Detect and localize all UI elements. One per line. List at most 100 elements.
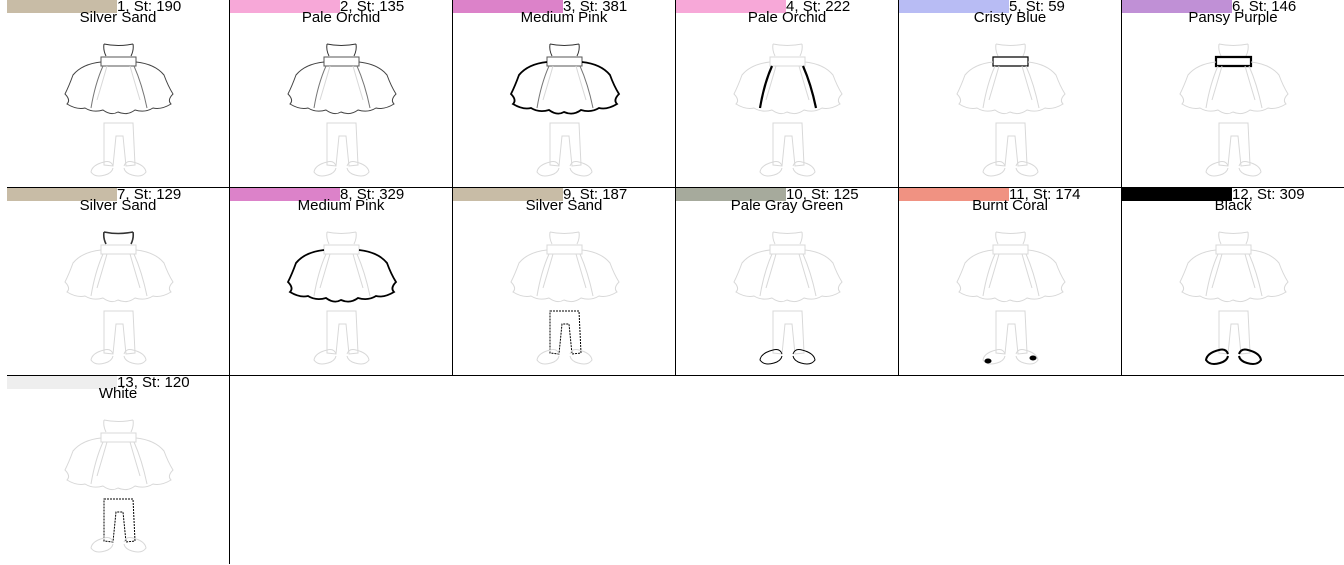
- skirt-folds: [983, 66, 1039, 108]
- waistband-outline: [547, 245, 582, 254]
- pants-outline: [550, 123, 581, 166]
- shoes-outline: [983, 162, 1038, 177]
- shoes-outline: [760, 350, 815, 365]
- pants-outline: [1219, 311, 1250, 354]
- pants-outline: [104, 499, 135, 542]
- pants-outline: [773, 123, 804, 166]
- skirt-outline: [1180, 62, 1288, 114]
- pants-outline: [327, 311, 358, 354]
- color-cell: 2, St: 135Pale Orchid: [230, 0, 453, 188]
- color-name: Silver Sand: [7, 10, 229, 26]
- color-name: Black: [1122, 198, 1344, 214]
- color-name: Silver Sand: [7, 198, 229, 214]
- pants-outline: [550, 311, 581, 354]
- skirt-outline: [511, 250, 619, 302]
- shoe-dot-left: [985, 359, 992, 364]
- skirt-outline: [1180, 250, 1288, 302]
- skirt-folds: [537, 66, 593, 108]
- waistband-outline: [993, 57, 1028, 66]
- skirt-outline: [957, 62, 1065, 114]
- color-name: Medium Pink: [453, 10, 675, 26]
- bodice-outline: [327, 44, 357, 56]
- skirt-outline: [957, 250, 1065, 302]
- color-name: Medium Pink: [230, 198, 452, 214]
- skirt-folds: [1206, 66, 1262, 108]
- skirt-folds: [760, 66, 816, 108]
- shoes-outline: [537, 162, 592, 177]
- waistband-outline: [770, 57, 805, 66]
- waistband-outline: [1216, 245, 1251, 254]
- skirt-outline: [511, 62, 619, 114]
- pants-outline: [996, 311, 1027, 354]
- color-name: Cristy Blue: [899, 10, 1121, 26]
- skirt-folds: [91, 254, 147, 296]
- bodice-outline: [996, 232, 1026, 244]
- waistband-outline: [1216, 57, 1251, 66]
- color-name: Pale Orchid: [230, 10, 452, 26]
- skirt-outline: [288, 250, 396, 302]
- skirt-folds: [314, 66, 370, 108]
- color-cell: 12, St: 309Black: [1122, 188, 1344, 376]
- skirt-folds: [314, 254, 370, 296]
- waistband-outline: [993, 245, 1028, 254]
- skirt-folds: [537, 254, 593, 296]
- skirt-folds: [760, 254, 816, 296]
- waistband-outline: [770, 245, 805, 254]
- bodice-outline: [996, 44, 1026, 56]
- color-name: Pansy Purple: [1122, 10, 1344, 26]
- waistband-outline: [101, 245, 136, 254]
- shoes-outline: [91, 538, 146, 553]
- shoes-outline: [314, 162, 369, 177]
- color-name: Pale Orchid: [676, 10, 898, 26]
- bodice-outline: [104, 420, 134, 432]
- pants-outline: [996, 123, 1027, 166]
- skirt-outline: [734, 250, 842, 302]
- shoes-outline: [1206, 350, 1261, 365]
- shoes-outline: [91, 350, 146, 365]
- shoes-outline: [314, 350, 369, 365]
- shoes-outline: [91, 162, 146, 177]
- color-name: Pale Gray Green: [676, 198, 898, 214]
- bodice-outline: [550, 232, 580, 244]
- skirt-outline: [65, 62, 173, 114]
- bodice-outline: [550, 44, 580, 56]
- skirt-outline: [288, 62, 396, 114]
- waistband-outline: [324, 57, 359, 66]
- shoe-dot-right: [1030, 356, 1037, 361]
- skirt-folds: [91, 66, 147, 108]
- bodice-outline: [327, 232, 357, 244]
- waistband-outline: [324, 245, 359, 254]
- color-cell: 10, St: 125Pale Gray Green: [676, 188, 899, 376]
- waistband-outline: [547, 57, 582, 66]
- color-name: Burnt Coral: [899, 198, 1121, 214]
- skirt-outline: [734, 62, 842, 114]
- color-cell: 3, St: 381Medium Pink: [453, 0, 676, 188]
- bodice-outline: [104, 232, 134, 244]
- bodice-outline: [773, 44, 803, 56]
- bodice-outline: [773, 232, 803, 244]
- color-name: White: [7, 386, 229, 402]
- shoes-outline: [537, 350, 592, 365]
- skirt-folds: [91, 442, 147, 484]
- pants-outline: [1219, 123, 1250, 166]
- pants-outline: [104, 123, 135, 166]
- waistband-outline: [101, 57, 136, 66]
- pants-outline: [773, 311, 804, 354]
- shoes-outline: [1206, 162, 1261, 177]
- bodice-outline: [1219, 232, 1249, 244]
- color-name: Silver Sand: [453, 198, 675, 214]
- waistband-outline: [101, 433, 136, 442]
- bodice-outline: [104, 44, 134, 56]
- skirt-outline: [65, 250, 173, 302]
- pants-outline: [104, 311, 135, 354]
